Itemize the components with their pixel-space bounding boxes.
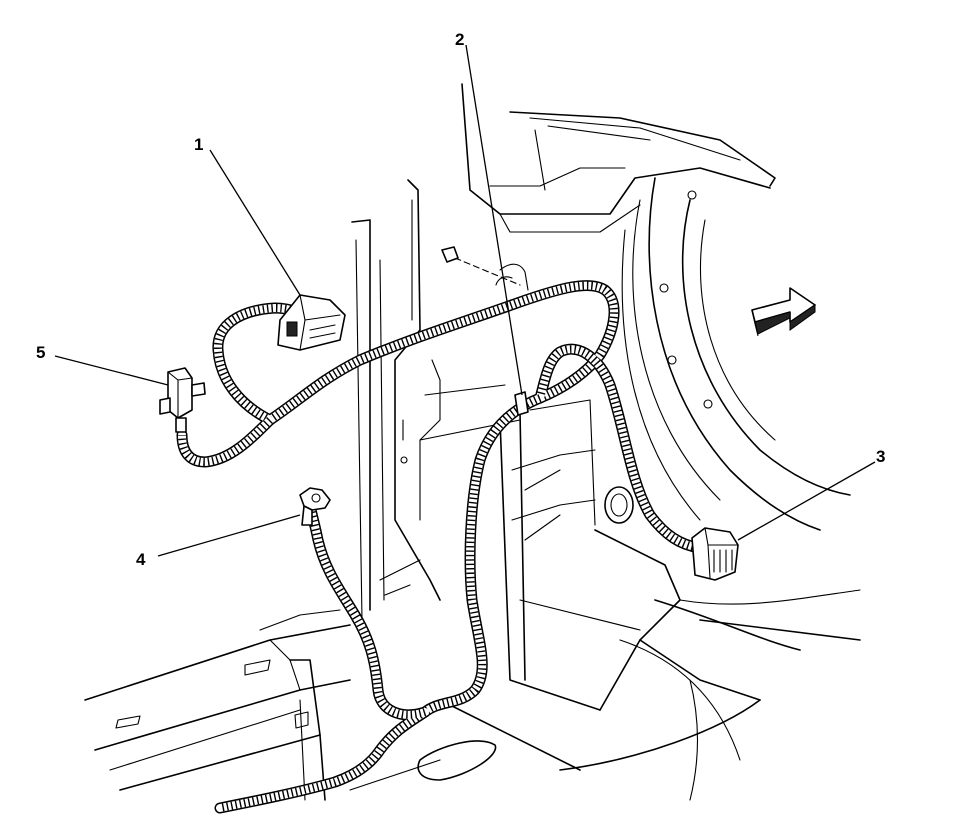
- callout-1: 1: [194, 135, 203, 154]
- callout-2: 2: [455, 30, 464, 49]
- callout-5: 5: [36, 343, 45, 362]
- callout-3: 3: [876, 447, 885, 466]
- sensor-5: [159, 367, 206, 433]
- leader-lines: [54, 44, 876, 557]
- callout-labels: 1 2 3 4 5: [36, 30, 885, 569]
- wiring-harness: [176, 280, 706, 814]
- clip-2: [514, 391, 529, 416]
- ring-terminal-4: [299, 487, 331, 526]
- arrow-right-icon: [751, 287, 816, 337]
- connector-3: [691, 527, 739, 581]
- callout-4: 4: [136, 550, 146, 569]
- vehicle-body-structure: [84, 83, 861, 801]
- connector-1: [277, 294, 346, 351]
